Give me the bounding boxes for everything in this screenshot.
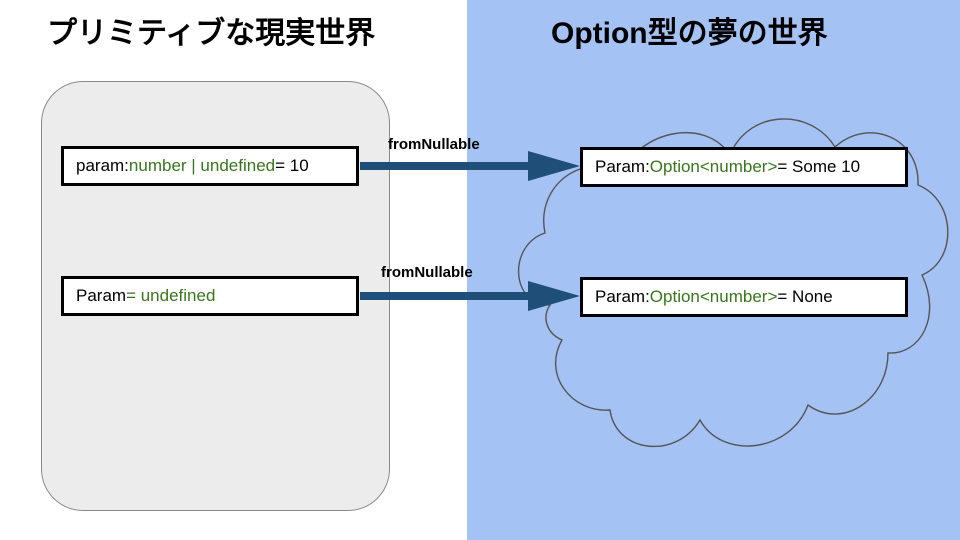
- code-box-param-undefined: Param = undefined: [61, 276, 359, 316]
- code-token-value: = undefined: [126, 286, 216, 305]
- dream-world-panel: [467, 0, 960, 540]
- code-token-value: = Some 10: [777, 157, 861, 176]
- code-box-param-number-undefined: param: number | undefined = 10: [61, 146, 359, 186]
- arrow-fromNullable-2: [360, 281, 580, 311]
- code-token-name: Param:: [595, 157, 650, 176]
- code-token-type: number | undefined: [128, 156, 276, 175]
- code-token-name: Param: [76, 286, 127, 305]
- right-world-title: Option型の夢の世界: [551, 17, 828, 50]
- code-token-value: = 10: [275, 156, 309, 175]
- arrow-label-fromNullable-2: fromNullable: [381, 264, 473, 281]
- arrow-fromNullable-1: [360, 151, 580, 181]
- code-box-option-none: Param: Option<number> = None: [580, 277, 908, 317]
- code-box-option-some-10: Param: Option<number> = Some 10: [580, 147, 908, 187]
- code-token-value: = None: [777, 287, 833, 306]
- code-token-type: Option<number>: [649, 157, 778, 176]
- code-token-name: param:: [76, 156, 129, 175]
- left-world-title: プリミティブな現実世界: [47, 17, 376, 50]
- code-token-name: Param:: [595, 287, 650, 306]
- arrow-label-fromNullable-1: fromNullable: [388, 136, 480, 153]
- code-token-type: Option<number>: [649, 287, 778, 306]
